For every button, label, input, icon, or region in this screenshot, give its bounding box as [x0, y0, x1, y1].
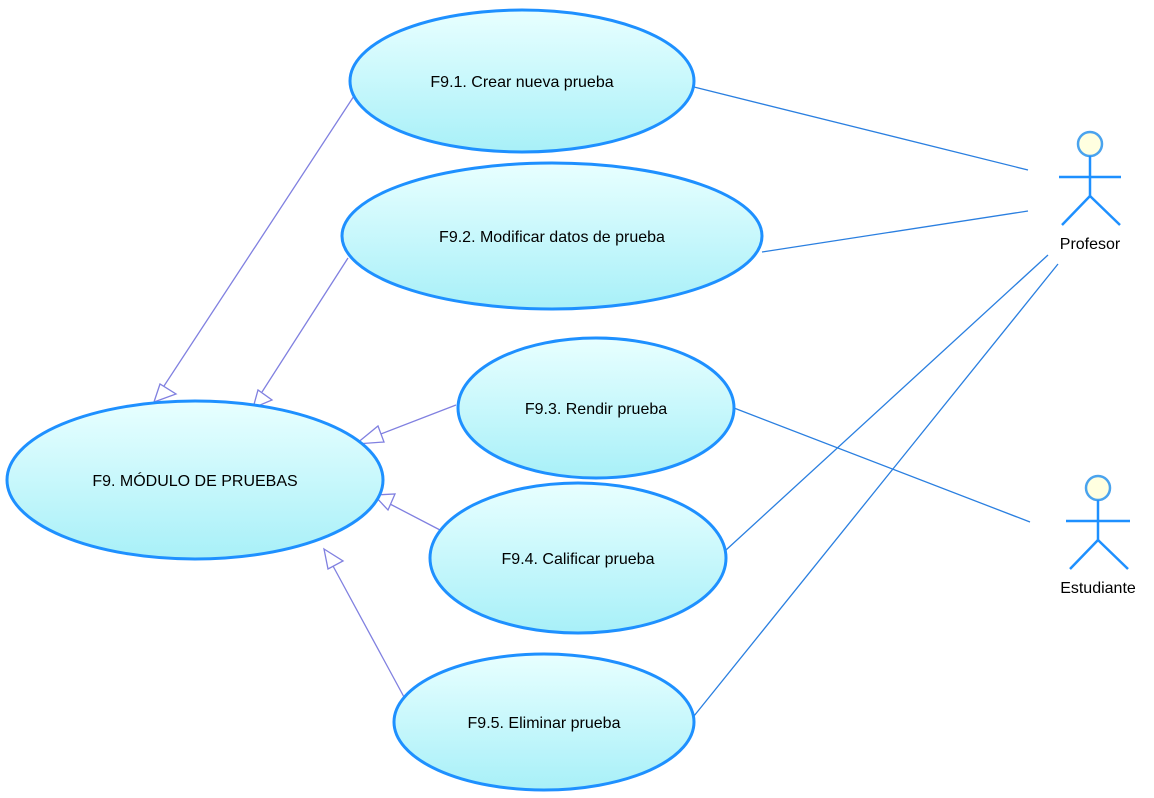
use-case-f9-1-crear-nueva-prueba[interactable]: F9.1. Crear nueva prueba	[348, 8, 696, 154]
association-profesor-f9-5[interactable]	[693, 263, 1059, 717]
association-profesor-f9-2[interactable]	[761, 210, 1029, 253]
actor-label: Estudiante	[1060, 580, 1136, 597]
use-case-label: F9.3. Rendir prueba	[525, 401, 667, 418]
use-case-f9-5-eliminar-prueba[interactable]: F9.5. Eliminar prueba	[392, 652, 696, 792]
use-case-f9-modulo-de-pruebas[interactable]: F9. MÓDULO DE PRUEBAS	[5, 399, 385, 561]
generalization-f9-1[interactable]	[152, 95, 355, 404]
generalization-f9-3[interactable]	[354, 404, 457, 445]
generalization-f9-4[interactable]	[372, 493, 441, 531]
actor-estudiante[interactable]: Estudiante	[1060, 474, 1136, 597]
association-estudiante-f9-3[interactable]	[733, 407, 1031, 523]
use-case-f9-2-modificar-datos-de-prueba[interactable]: F9.2. Modificar datos de prueba	[340, 161, 764, 311]
stick-figure-icon	[1066, 474, 1130, 570]
use-case-label: F9.1. Crear nueva prueba	[430, 74, 613, 91]
actor-profesor[interactable]: Profesor	[1059, 130, 1121, 253]
use-case-label: F9. MÓDULO DE PRUEBAS	[92, 471, 297, 490]
use-case-label: F9.2. Modificar datos de prueba	[439, 229, 665, 246]
association-profesor-f9-1[interactable]	[693, 86, 1029, 171]
use-case-label: F9.5. Eliminar prueba	[468, 715, 621, 732]
use-case-f9-4-calificar-prueba[interactable]: F9.4. Calificar prueba	[428, 481, 728, 635]
use-case-label: F9.4. Calificar prueba	[502, 551, 655, 568]
use-case-f9-3-rendir-prueba[interactable]: F9.3. Rendir prueba	[456, 336, 736, 480]
actor-label: Profesor	[1060, 236, 1121, 253]
stick-figure-icon	[1059, 130, 1121, 226]
generalization-f9-2[interactable]	[252, 257, 349, 410]
generalizations-layer	[152, 95, 457, 698]
associations-layer	[693, 86, 1059, 717]
association-profesor-f9-4[interactable]	[725, 254, 1049, 551]
generalization-f9-5[interactable]	[323, 547, 405, 698]
